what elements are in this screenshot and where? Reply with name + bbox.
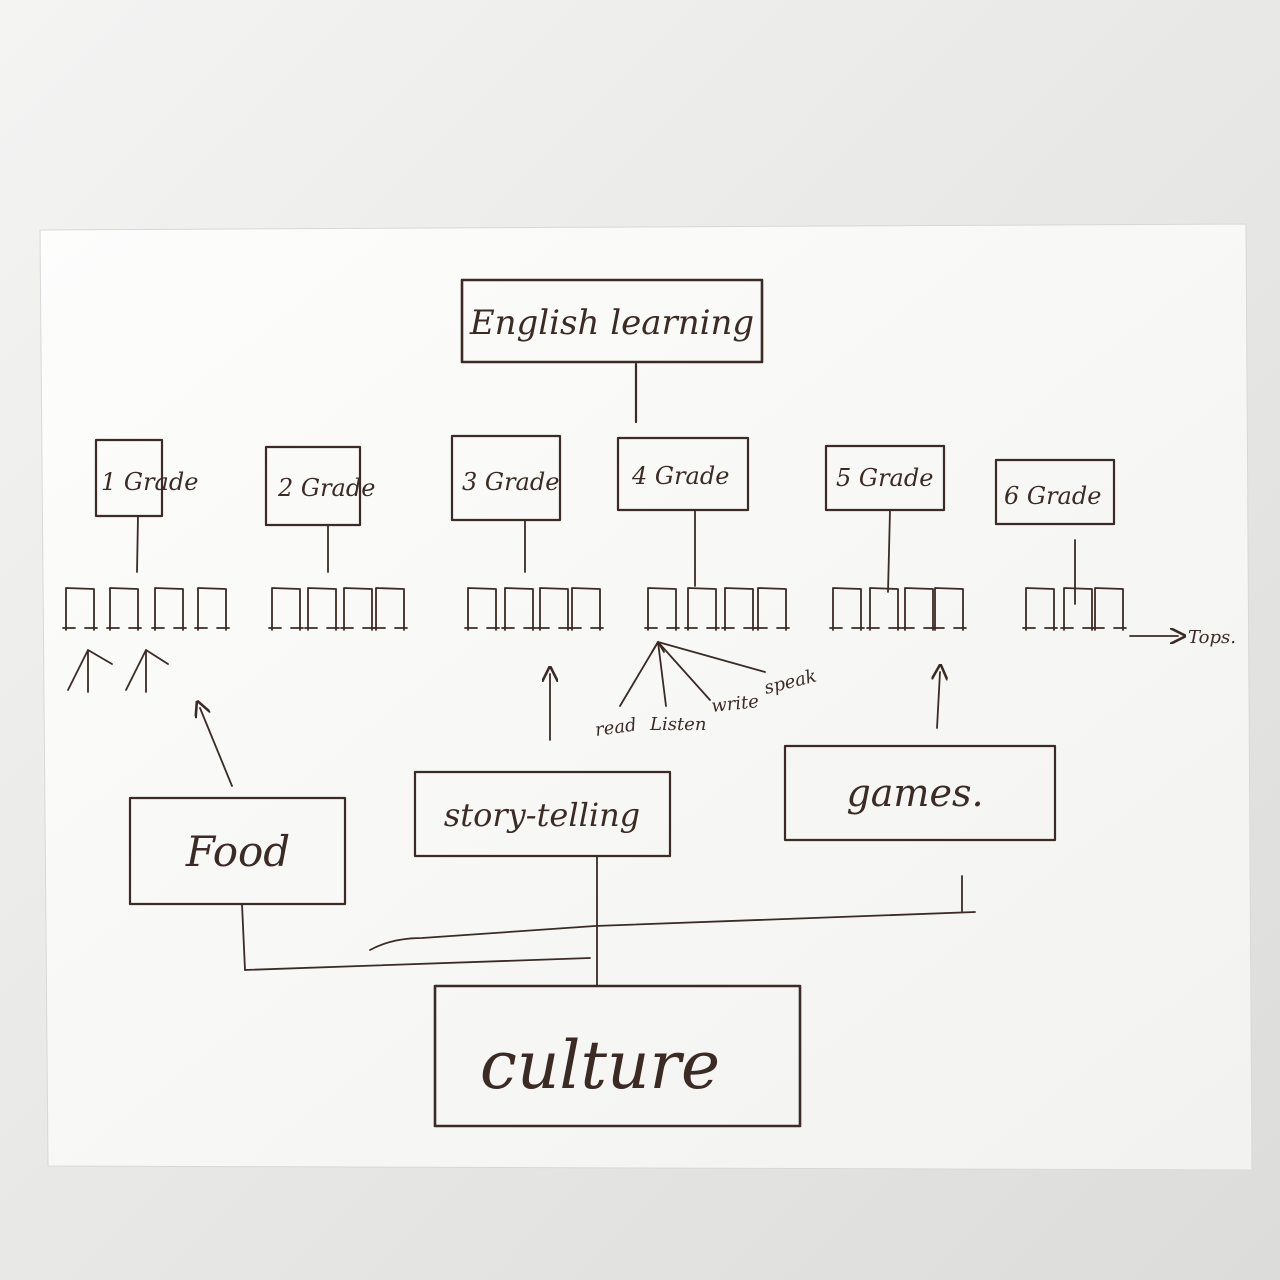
grade-node-3: 3 Grade (450, 434, 562, 522)
grade-node-6: 6 Grade (994, 458, 1116, 526)
topic-box (268, 587, 304, 631)
grade-label: 2 Grade (277, 474, 375, 502)
paper-sheet (39, 223, 1253, 1171)
food-arrow (200, 708, 233, 787)
grade-connectors (136, 509, 1076, 605)
activity-label: games. (846, 771, 983, 815)
topic-box (1091, 587, 1127, 631)
grade-label: 6 Grade (1004, 482, 1101, 510)
grade-node-4: 4 Grade (616, 436, 750, 512)
topic-box (62, 587, 98, 631)
grade-label: 4 Grade (631, 462, 729, 490)
activity-food: Food (128, 796, 347, 906)
skill-write: write (710, 691, 760, 717)
grade-label: 5 Grade (836, 464, 933, 492)
topic-box (372, 587, 408, 631)
activity-label: story-telling (444, 796, 640, 834)
topic-box (644, 587, 680, 631)
topic-box (151, 587, 187, 631)
skill-listen: Listen (649, 714, 706, 735)
root-node: English learning (460, 278, 764, 364)
topic-boxes (62, 587, 1127, 631)
root-label: English learning (469, 303, 754, 343)
activity-games: games. (783, 744, 1057, 842)
grade-node-1: 1 Grade (94, 438, 198, 518)
topic-box (304, 587, 340, 631)
culture-label: culture (480, 1027, 720, 1104)
topic-box (501, 587, 537, 631)
skills-fan (619, 641, 766, 707)
grade-1-arrows (67, 649, 169, 693)
activity-label: Food (185, 827, 290, 876)
culture-node: culture (433, 984, 802, 1128)
grade-label: 3 Grade (462, 468, 559, 496)
topic-box (931, 587, 967, 631)
topic-box (568, 587, 604, 631)
topic-box (194, 587, 230, 631)
grade-node-2: 2 Grade (264, 445, 375, 527)
topic-box (721, 587, 757, 631)
topic-box (684, 587, 720, 631)
grade-node-5: 5 Grade (824, 444, 946, 512)
topic-box (464, 587, 500, 631)
topic-box (829, 587, 865, 631)
topic-box (106, 587, 142, 631)
topic-box (754, 587, 790, 631)
activity-story-telling: story-telling (413, 770, 672, 858)
topics-label: Tops. (1188, 627, 1236, 648)
topic-box (1022, 587, 1058, 631)
culture-connectors (241, 855, 976, 987)
grade-label: 1 Grade (101, 468, 198, 496)
topic-box (866, 587, 902, 631)
games-arrow (937, 672, 940, 729)
